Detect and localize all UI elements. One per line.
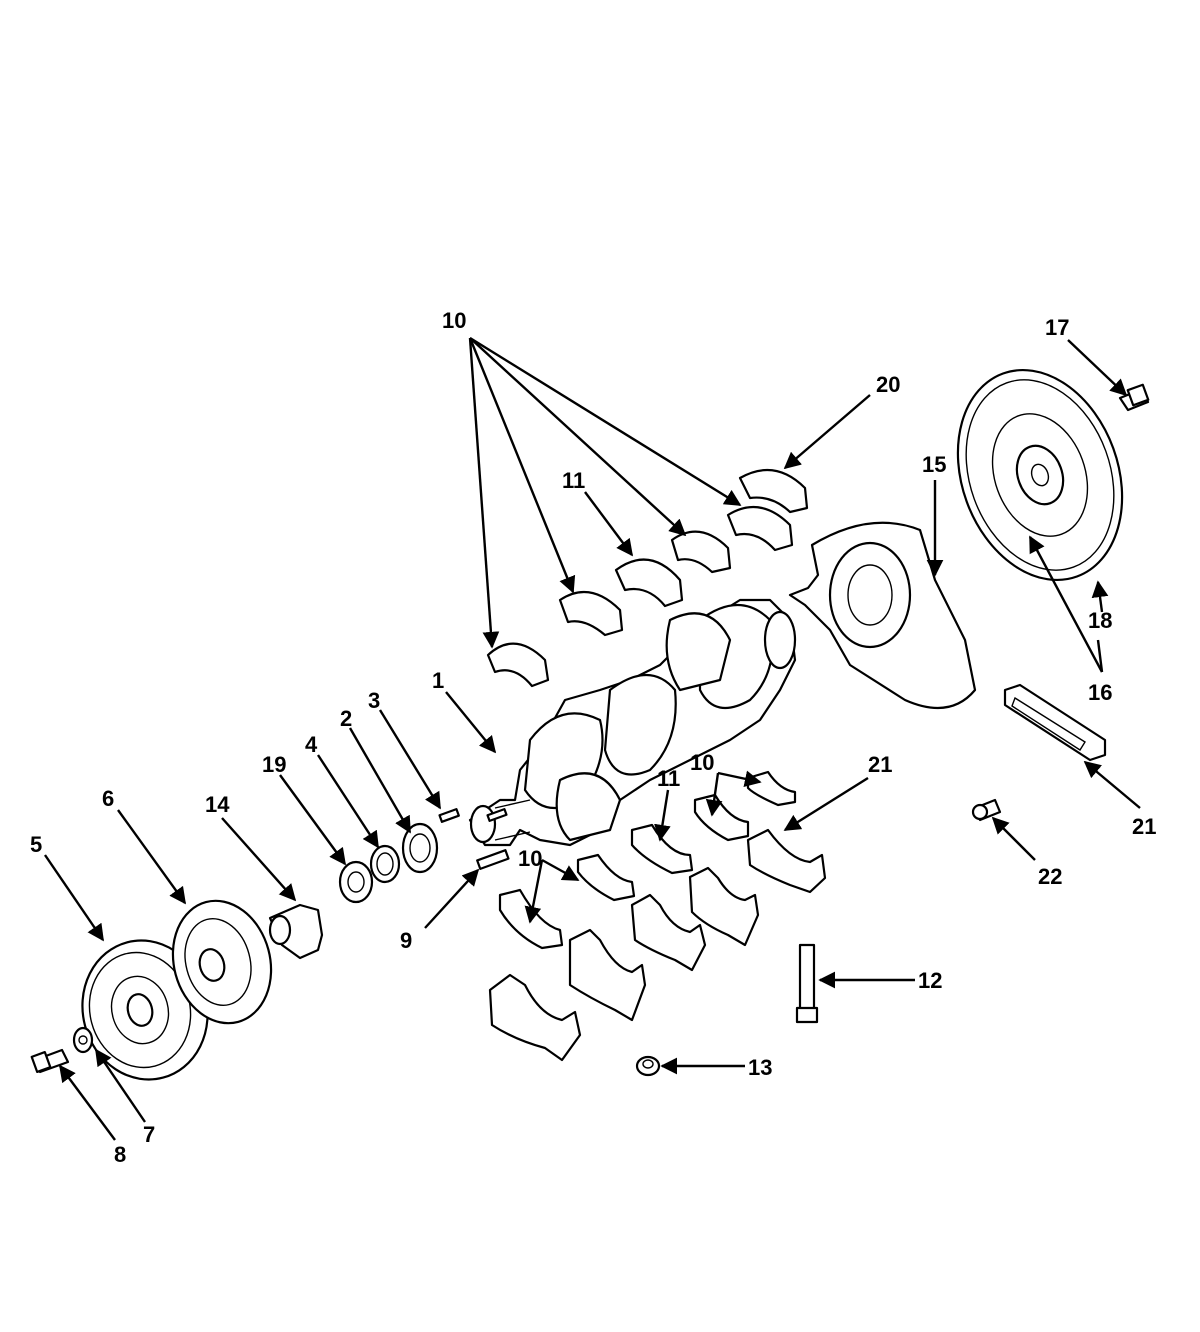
callout-18: 18 <box>1088 608 1112 633</box>
main-cap-nut <box>635 1055 661 1077</box>
callout-8: 8 <box>114 1142 126 1167</box>
gear-key <box>476 849 510 870</box>
crankshaft-gear <box>401 822 439 874</box>
callout-19: 19 <box>262 752 286 777</box>
front-oil-seal <box>338 860 374 904</box>
callout-5: 5 <box>30 832 42 857</box>
callout-11-top: 11 <box>562 468 585 493</box>
callout-16: 16 <box>1088 680 1112 705</box>
front-washer <box>369 844 401 884</box>
upper-bearing-shells <box>486 468 809 688</box>
callout-10-lower-right: 10 <box>690 750 714 775</box>
callout-6: 6 <box>102 786 114 811</box>
callout-labels: 10 11 20 17 15 18 16 21 22 1 3 2 4 19 14… <box>30 308 1156 1167</box>
callout-21-right: 21 <box>1132 814 1156 839</box>
callout-9: 9 <box>400 928 412 953</box>
seal-retainer-bolt <box>971 798 1002 822</box>
crankshaft-hub <box>268 903 324 960</box>
callout-14: 14 <box>205 792 230 817</box>
callout-10-top: 10 <box>442 308 466 333</box>
callout-17: 17 <box>1045 315 1069 340</box>
callout-22: 22 <box>1038 864 1062 889</box>
callout-1: 1 <box>432 668 444 693</box>
callout-15: 15 <box>922 452 946 477</box>
main-cap-bolt <box>795 943 819 1024</box>
callout-12: 12 <box>918 968 942 993</box>
callout-2: 2 <box>340 706 352 731</box>
callout-20: 20 <box>876 372 900 397</box>
main-bearing-caps <box>488 828 827 1062</box>
flywheel <box>956 368 1124 582</box>
callout-13: 13 <box>748 1055 772 1080</box>
callout-3: 3 <box>368 688 380 713</box>
rear-seal-retainer <box>1003 683 1107 762</box>
leader-lines <box>44 336 1141 1141</box>
harmonic-damper <box>171 899 273 1025</box>
callout-10-lower-left: 10 <box>518 846 542 871</box>
callout-4: 4 <box>305 732 318 757</box>
rear-cover-plate <box>788 521 977 710</box>
flywheel-bolt <box>1118 383 1150 412</box>
crankshaft <box>468 598 797 847</box>
callout-21-center: 21 <box>868 752 892 777</box>
pulley-bolt <box>30 1048 70 1074</box>
callout-11-lower: 11 <box>657 766 680 791</box>
woodruff-key <box>438 808 460 823</box>
callout-7: 7 <box>143 1122 155 1147</box>
pulley-washer <box>72 1026 94 1054</box>
